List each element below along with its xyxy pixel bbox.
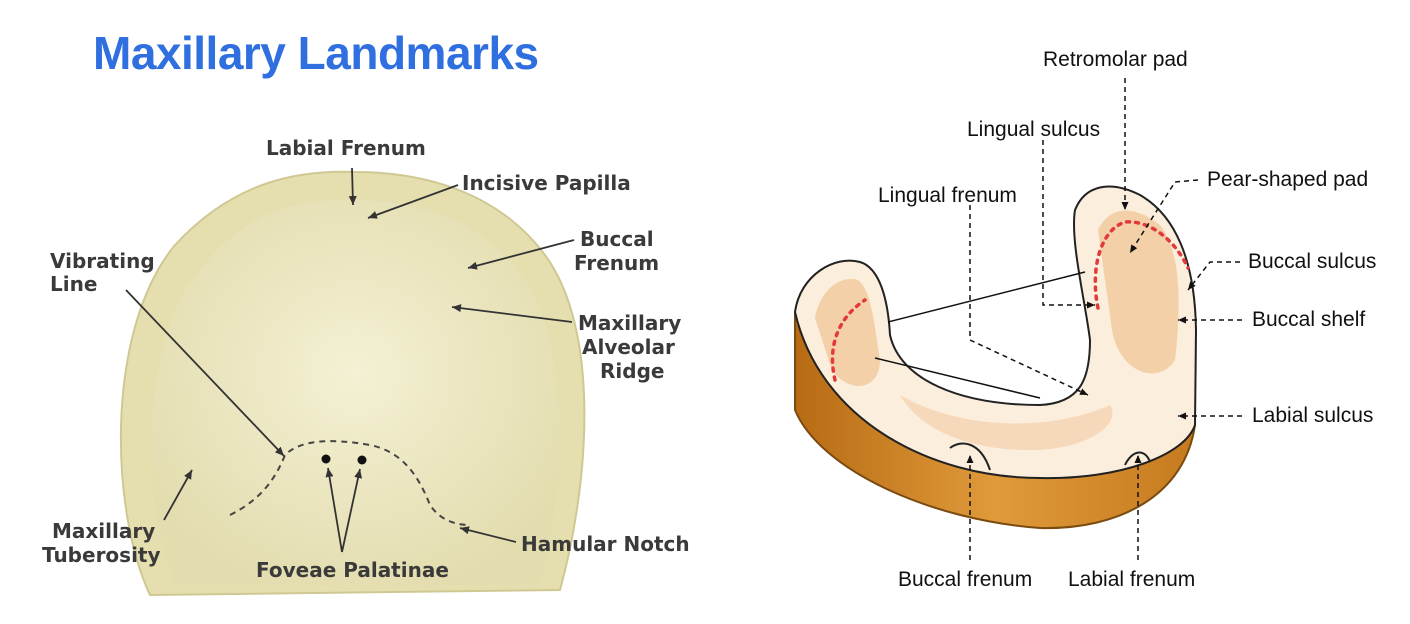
label-pear-shaped-pad: Pear-shaped pad: [1207, 168, 1368, 191]
label-vibrating-line-1: Vibrating: [50, 249, 155, 273]
vibrating-line-dashed: [229, 440, 471, 526]
label-buccal-sulcus: Buccal sulcus: [1248, 250, 1376, 273]
label-labial-sulcus: Labial sulcus: [1252, 404, 1373, 427]
label-retromolar-pad: Retromolar pad: [1043, 48, 1188, 71]
mandibular-leaders: [966, 78, 1242, 560]
label-foveae-palatinae: Foveae Palatinae: [256, 558, 449, 582]
maxillary-leaders: [125, 167, 575, 553]
label-labial-frenum-right: Labial frenum: [1068, 568, 1195, 591]
label-tuberosity-2: Tuberosity: [42, 543, 161, 567]
label-buccal-frenum-1: Buccal: [580, 227, 654, 251]
red-dotted-right: [1093, 220, 1190, 310]
cast-palate: [151, 199, 559, 585]
model-ridge-front: [900, 395, 1113, 451]
fovea-dot-left: [321, 454, 331, 464]
maxillary-labels: Labial Frenum Incisive Papilla Buccal Fr…: [42, 136, 690, 582]
model-tissue-right: [1098, 210, 1179, 374]
page-title: Maxillary Landmarks: [93, 27, 539, 79]
maxillary-cast: [119, 170, 586, 597]
buccal-frenum-notch: [949, 442, 991, 471]
label-labial-frenum: Labial Frenum: [266, 136, 426, 160]
label-incisive-papilla: Incisive Papilla: [462, 171, 631, 195]
mandibular-model: [793, 185, 1198, 530]
red-dotted-left: [830, 298, 867, 382]
model-top-surface: [793, 185, 1198, 480]
fovea-dot-right: [357, 455, 367, 465]
label-vibrating-line-2: Line: [50, 272, 97, 296]
label-tuberosity-1: Maxillary: [52, 519, 155, 543]
label-buccal-frenum: Buccal frenum: [898, 568, 1032, 591]
label-hamular-notch: Hamular Notch: [521, 532, 690, 556]
mandibular-labels: Retromolar pad Lingual sulcus Lingual fr…: [878, 48, 1376, 591]
label-alveolar-ridge-2: Alveolar: [582, 335, 675, 359]
label-alveolar-ridge-1: Maxillary: [578, 311, 681, 335]
label-alveolar-ridge-3: Ridge: [600, 359, 664, 383]
label-buccal-frenum-2: Frenum: [574, 251, 659, 275]
label-lingual-sulcus: Lingual sulcus: [967, 118, 1100, 141]
label-buccal-shelf: Buccal shelf: [1252, 308, 1365, 331]
label-lingual-frenum: Lingual frenum: [878, 184, 1017, 207]
labial-frenum-notch: [1124, 451, 1151, 466]
